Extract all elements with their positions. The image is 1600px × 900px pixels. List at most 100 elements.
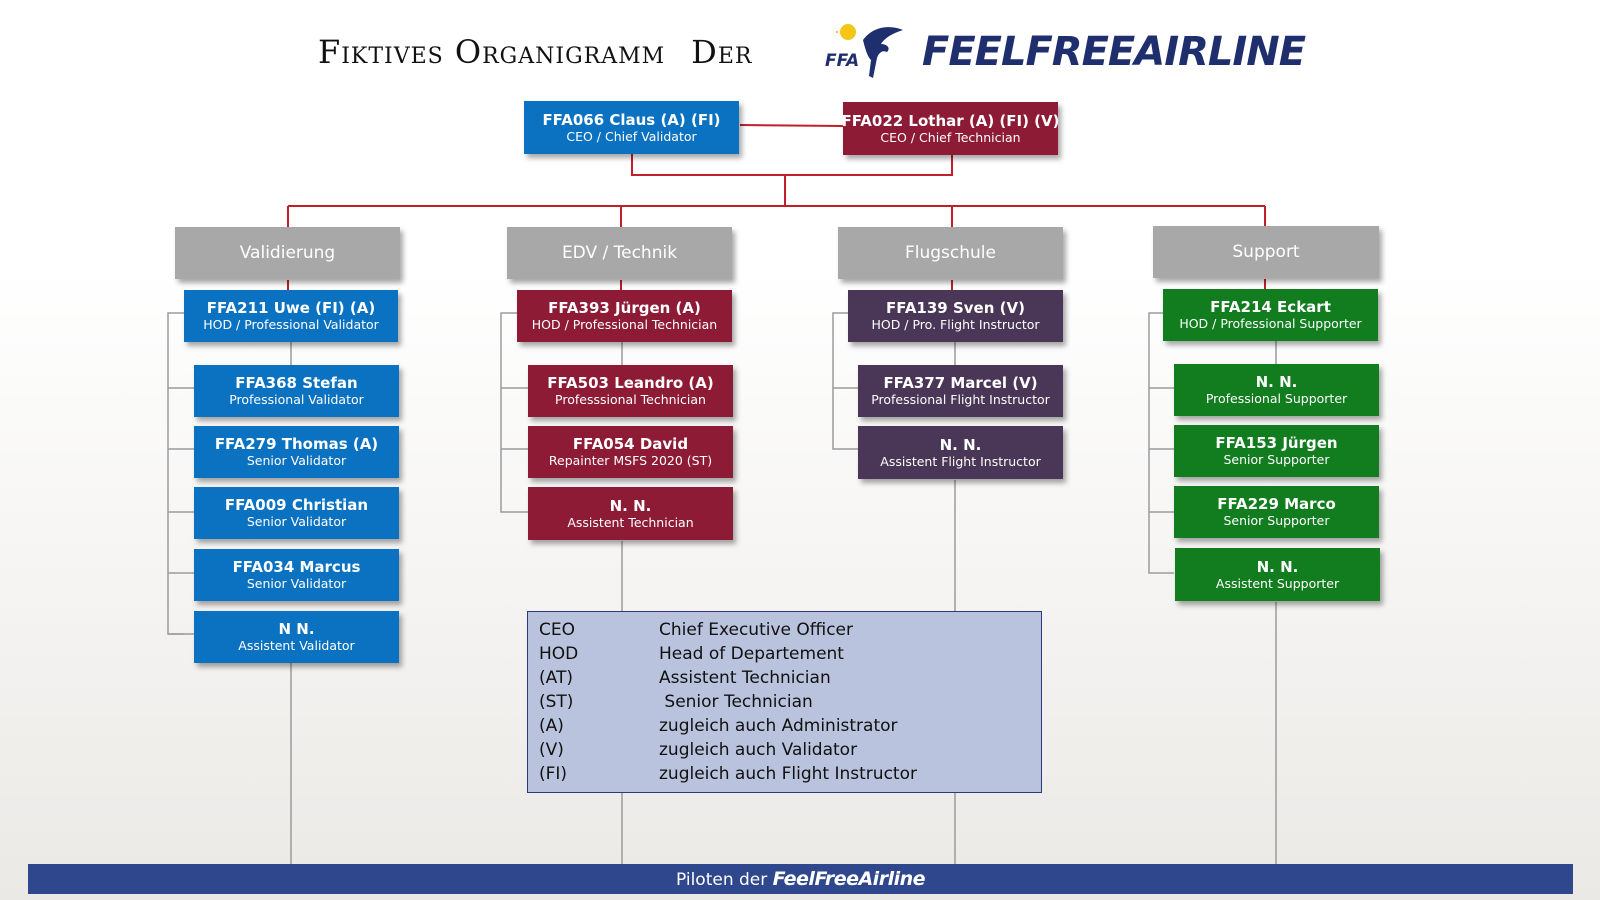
bracket-flugschule bbox=[832, 312, 858, 450]
legend-text: Chief Executive Officer bbox=[659, 620, 853, 640]
person-role: Assistent Flight Instructor bbox=[880, 453, 1041, 469]
person-name: FFA034 Marcus bbox=[232, 558, 361, 576]
legend-row: CEO Chief Executive Officer bbox=[539, 618, 1041, 642]
member-box[interactable]: N N. Assistent Validator bbox=[194, 611, 399, 663]
brand-wordmark: FeelFreeAirline bbox=[922, 29, 1306, 75]
person-role: Senior Validator bbox=[246, 453, 347, 468]
legend-row: (A) zugleich auch Administrator bbox=[539, 714, 1041, 738]
person-name: FFA139 Sven (V) bbox=[886, 299, 1025, 317]
ceo-link-line bbox=[739, 124, 844, 127]
person-role: CEO / Chief Validator bbox=[566, 128, 697, 144]
member-box[interactable]: FFA054 David Repainter MSFS 2020 (ST) bbox=[528, 426, 733, 478]
bracket-validierung bbox=[167, 312, 184, 635]
legend-abbr: (AT) bbox=[539, 668, 573, 688]
person-role: CEO / Chief Technician bbox=[880, 129, 1021, 145]
bracket-technik bbox=[500, 312, 528, 513]
person-name: FFA054 David bbox=[572, 435, 689, 453]
pilots-footer-bar[interactable]: Piloten der FeelFreeAirline bbox=[28, 864, 1573, 894]
person-role: Senior Validator bbox=[246, 514, 347, 529]
footer-prefix: Piloten der bbox=[675, 870, 768, 890]
legend-row: (V) zugleich auch Validator bbox=[539, 738, 1041, 762]
member-box[interactable]: FFA503 Leandro (A) Professsional Technic… bbox=[528, 365, 733, 417]
person-role: Professsional Technician bbox=[555, 392, 706, 407]
ffa-logo-icon: FFA bbox=[825, 24, 903, 78]
person-name: N. N. bbox=[1256, 557, 1299, 576]
member-box[interactable]: FFA368 Stefan Professional Validator bbox=[194, 365, 399, 417]
ceo-claus-box[interactable]: FFA066 Claus (A) (FI) CEO / Chief Valida… bbox=[524, 101, 739, 154]
legend-text: Head of Departement bbox=[659, 644, 844, 664]
dept-header-technik[interactable]: EDV / Technik bbox=[507, 227, 732, 279]
person-role: Repainter MSFS 2020 (ST) bbox=[548, 453, 713, 468]
legend-abbr: CEO bbox=[539, 620, 575, 640]
legend-text: zugleich auch Validator bbox=[659, 740, 858, 760]
person-role: Senior Supporter bbox=[1223, 513, 1330, 528]
member-box[interactable]: N. N. Assistent Flight Instructor bbox=[858, 426, 1063, 479]
legend-text: zugleich auch Administrator bbox=[659, 716, 898, 736]
person-role: Senior Validator bbox=[246, 576, 347, 591]
dept-header-support[interactable]: Support bbox=[1153, 226, 1379, 278]
legend-text: Assistent Technician bbox=[659, 668, 831, 688]
person-name: N. N. bbox=[939, 435, 982, 454]
person-name: FFA022 Lothar (A) (FI) (V) bbox=[841, 111, 1060, 130]
person-role: Professional Validator bbox=[229, 392, 364, 407]
person-name: FFA279 Thomas (A) bbox=[214, 435, 379, 453]
person-name: FFA153 Jürgen bbox=[1215, 434, 1338, 452]
legend-abbr: (A) bbox=[539, 716, 564, 736]
hod-support-box[interactable]: FFA214 Eckart HOD / Professional Support… bbox=[1163, 289, 1378, 341]
hod-validierung-box[interactable]: FFA211 Uwe (FI) (A) HOD / Professional V… bbox=[184, 290, 398, 342]
person-role: Professional Flight Instructor bbox=[871, 392, 1050, 407]
page-title: Fiktives Organigramm Der bbox=[318, 22, 752, 82]
person-name: FFA377 Marcel (V) bbox=[883, 374, 1038, 392]
dept-header-validierung[interactable]: Validierung bbox=[175, 227, 400, 279]
member-box[interactable]: FFA009 Christian Senior Validator bbox=[194, 487, 399, 539]
person-name: N. N. bbox=[609, 496, 652, 515]
hod-technik-box[interactable]: FFA393 Jürgen (A) HOD / Professional Tec… bbox=[517, 290, 732, 342]
ceo-bracket-line bbox=[631, 154, 953, 176]
person-name: FFA211 Uwe (FI) (A) bbox=[206, 299, 376, 317]
member-box[interactable]: FFA153 Jürgen Senior Supporter bbox=[1174, 425, 1379, 477]
person-role: HOD / Professional Technician bbox=[531, 317, 718, 332]
person-role: Senior Supporter bbox=[1223, 452, 1330, 467]
person-name: FFA066 Claus (A) (FI) bbox=[542, 110, 721, 129]
member-box[interactable]: FFA377 Marcel (V) Professional Flight In… bbox=[858, 365, 1063, 417]
legend-row: (ST) Senior Technician bbox=[539, 690, 1041, 714]
ffa-logo-text: FFA bbox=[825, 51, 859, 71]
bracket-support bbox=[1148, 312, 1174, 574]
person-name: N. N. bbox=[1255, 373, 1298, 391]
member-box[interactable]: FFA034 Marcus Senior Validator bbox=[194, 549, 399, 601]
dept-header-flugschule[interactable]: Flugschule bbox=[838, 227, 1063, 279]
footer-brand: FeelFreeAirline bbox=[772, 868, 926, 890]
member-box[interactable]: N. N. Assistent Technician bbox=[528, 487, 733, 540]
person-name: FFA503 Leandro (A) bbox=[547, 374, 714, 392]
person-name: FFA393 Jürgen (A) bbox=[548, 299, 701, 317]
person-role: Assistent Supporter bbox=[1215, 575, 1340, 591]
person-role: HOD / Pro. Flight Instructor bbox=[871, 317, 1040, 332]
member-box[interactable]: N. N. Assistent Supporter bbox=[1175, 548, 1380, 601]
legend-text: zugleich auch Flight Instructor bbox=[659, 764, 917, 784]
person-role: HOD / Professional Validator bbox=[203, 317, 379, 332]
member-box[interactable]: N. N. Professional Supporter bbox=[1174, 364, 1379, 416]
legend-abbr: (V) bbox=[539, 740, 564, 760]
title-der: Der bbox=[691, 33, 753, 71]
person-name: N N. bbox=[278, 620, 315, 638]
person-role: Professional Supporter bbox=[1205, 391, 1348, 406]
person-role: HOD / Professional Supporter bbox=[1179, 316, 1362, 331]
person-name: FFA009 Christian bbox=[224, 496, 369, 514]
title-prefix: Fiktives Organigramm bbox=[318, 33, 666, 71]
hod-flugschule-box[interactable]: FFA139 Sven (V) HOD / Pro. Flight Instru… bbox=[848, 290, 1063, 342]
legend-row: (AT) Assistent Technician bbox=[539, 666, 1041, 690]
member-box[interactable]: FFA229 Marco Senior Supporter bbox=[1174, 486, 1379, 538]
person-name: FFA229 Marco bbox=[1217, 495, 1336, 513]
legend-abbr: (ST) bbox=[539, 692, 574, 712]
person-role: Assistent Technician bbox=[567, 514, 694, 530]
legend-row: (FI) zugleich auch Flight Instructor bbox=[539, 762, 1041, 786]
ceo-lothar-box[interactable]: FFA022 Lothar (A) (FI) (V) CEO / Chief T… bbox=[841, 102, 1060, 155]
legend-abbr: (FI) bbox=[539, 764, 568, 784]
person-name: FFA368 Stefan bbox=[235, 374, 358, 392]
person-name: FFA214 Eckart bbox=[1210, 298, 1331, 316]
member-box[interactable]: FFA279 Thomas (A) Senior Validator bbox=[194, 426, 399, 478]
legend-text: Senior Technician bbox=[659, 692, 813, 712]
